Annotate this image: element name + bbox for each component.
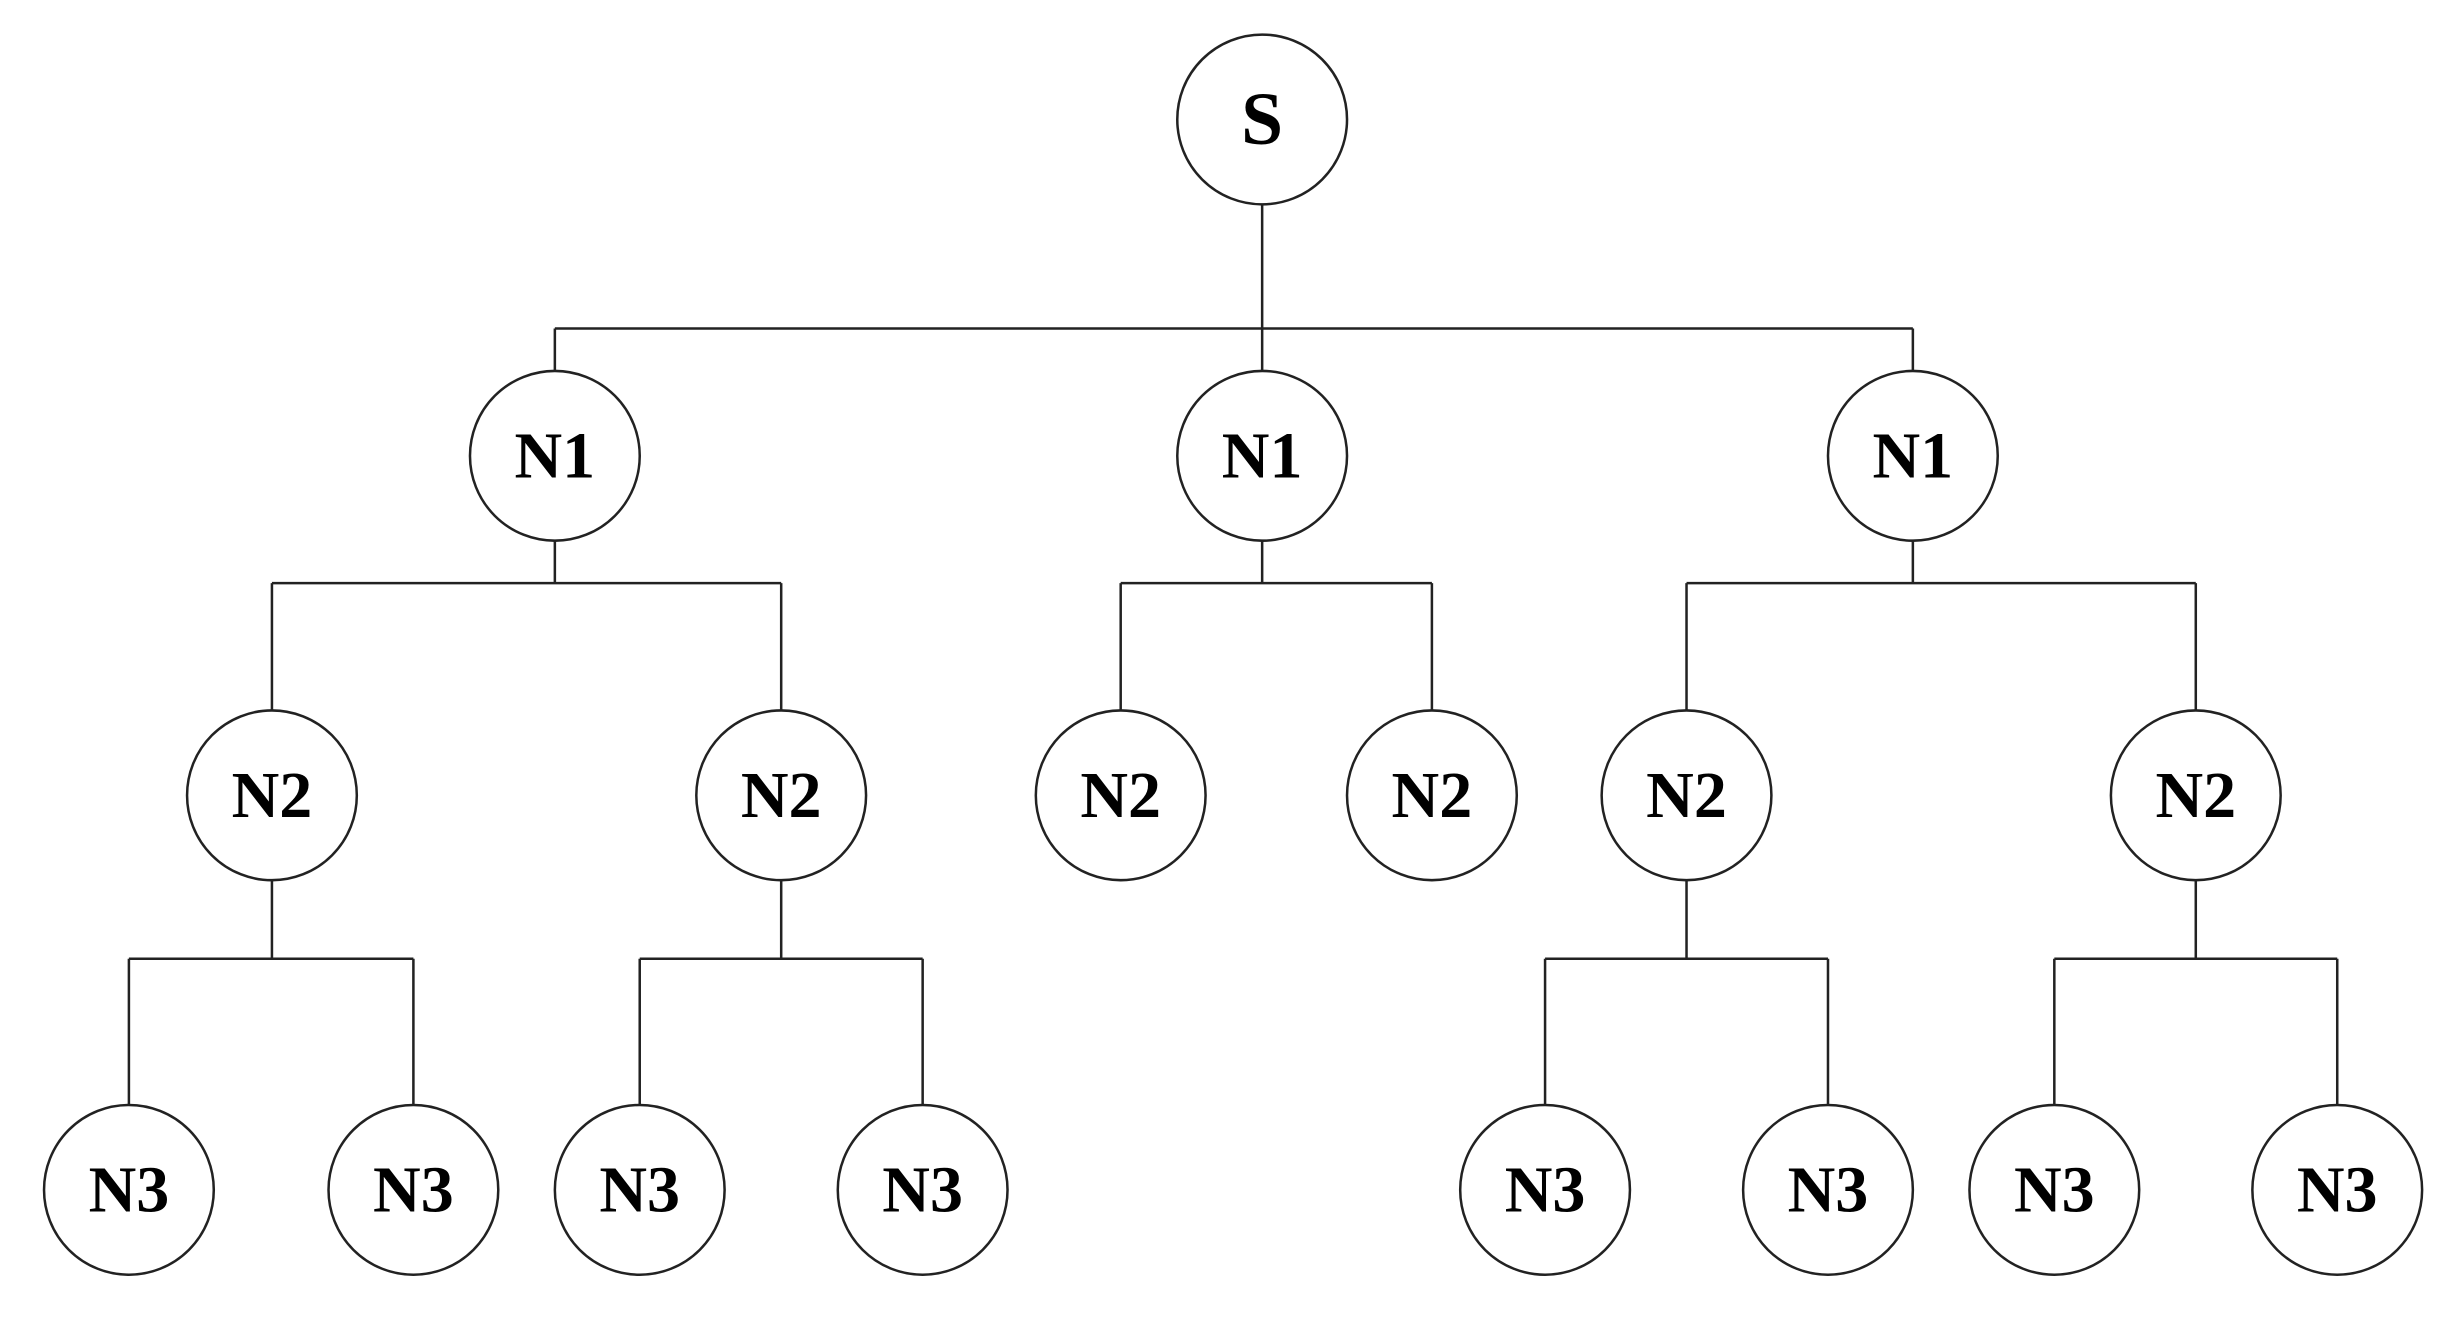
node-circle: [1034, 709, 1207, 882]
node-label: N3: [2014, 1153, 2095, 1226]
node-label: N2: [741, 759, 822, 832]
node-n2: N2: [695, 709, 868, 882]
node-n3: N3: [327, 1103, 500, 1276]
node-n3: N3: [1968, 1103, 2141, 1276]
node-label: N1: [1873, 419, 1954, 492]
node-circle: [185, 709, 359, 882]
node-label: N2: [1392, 759, 1473, 832]
node-n3: N3: [2251, 1103, 2424, 1276]
node-n1: N1: [1826, 369, 1999, 542]
node-label: N2: [1080, 759, 1161, 832]
node-label: N3: [882, 1153, 963, 1226]
node-label: N3: [89, 1153, 170, 1226]
node-n1: N1: [468, 369, 641, 542]
node-n3: N3: [1458, 1103, 1632, 1276]
node-label: N1: [515, 419, 596, 492]
node-label: N3: [373, 1153, 454, 1226]
node-label: N2: [1646, 759, 1727, 832]
node-circle: [468, 369, 641, 542]
node-label: N2: [232, 759, 313, 832]
node-circle: [836, 1103, 1009, 1276]
connector-lines: [127, 204, 2339, 1105]
node-n3: N3: [836, 1103, 1009, 1276]
node-n3: N3: [1741, 1103, 1915, 1276]
node-circle: [42, 1103, 216, 1276]
root-node-s: S: [1176, 33, 1349, 206]
node-circle: [1176, 33, 1349, 206]
node-label: N3: [2297, 1153, 2378, 1226]
node-n3: N3: [553, 1103, 726, 1276]
node-circle: [695, 709, 868, 882]
node-circle: [1968, 1103, 2141, 1276]
node-circle: [2109, 709, 2282, 882]
node-n2: N2: [1600, 709, 1773, 882]
node-label: S: [1241, 78, 1283, 161]
node-n2: N2: [1345, 709, 1519, 882]
node-n2: N2: [1034, 709, 1207, 882]
node-n1: N1: [1176, 369, 1349, 542]
node-circle: [553, 1103, 726, 1276]
node-circle: [327, 1103, 500, 1276]
node-n2: N2: [185, 709, 359, 882]
node-label: N3: [1788, 1153, 1869, 1226]
node-circle: [1176, 369, 1349, 542]
node-n3: N3: [42, 1103, 216, 1276]
node-circle: [1826, 369, 1999, 542]
node-label: N3: [599, 1153, 680, 1226]
node-n2: N2: [2109, 709, 2282, 882]
node-circle: [1458, 1103, 1632, 1276]
node-label: N3: [1505, 1153, 1586, 1226]
node-circle: [2251, 1103, 2424, 1276]
node-label: N2: [2155, 759, 2236, 832]
node-label: N1: [1222, 419, 1303, 492]
node-circle: [1741, 1103, 1915, 1276]
node-circle: [1600, 709, 1773, 882]
node-circle: [1345, 709, 1519, 882]
